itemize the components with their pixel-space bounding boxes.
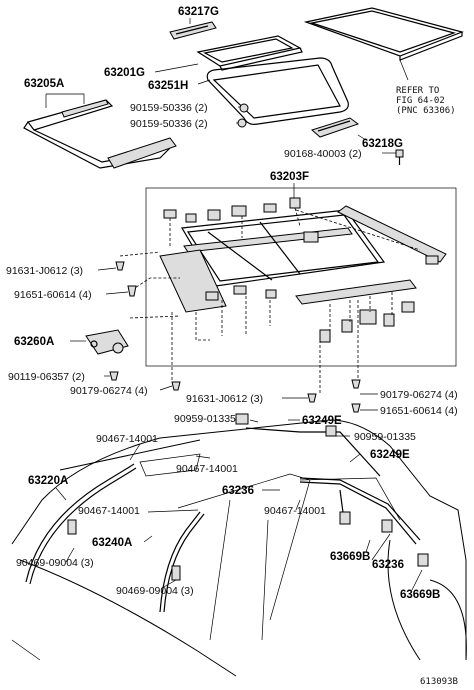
label-63669B-b: 63669B: [400, 589, 440, 601]
bolt-90168-icon: [395, 149, 404, 165]
label-90179-06274-b: 90179-06274 (4): [380, 389, 458, 401]
part-63217G-strip: [169, 21, 217, 40]
label-63217G: 63217G: [178, 6, 219, 18]
label-90467-14001-c: 90467-14001: [78, 505, 140, 517]
label-63220A: 63220A: [28, 475, 68, 487]
label-90179-06274-a: 90179-06274 (4): [70, 385, 148, 397]
label-91631-J0612-b: 91631-J0612 (3): [186, 393, 263, 405]
label-refer-2: FIG 64-02: [396, 96, 445, 106]
label-63205A: 63205A: [24, 78, 64, 90]
label-63201G: 63201G: [104, 67, 145, 79]
housing-dashed-leaders: [119, 207, 421, 394]
sunroof-housing-box: [145, 187, 457, 367]
label-refer-3: (PNC 63306): [396, 106, 456, 116]
label-63260A: 63260A: [14, 336, 54, 348]
label-91651-60614-a: 91651-60614 (4): [14, 289, 92, 301]
label-63669B-a: 63669B: [330, 551, 370, 563]
label-91651-60614-b: 91651-60614 (4): [380, 405, 458, 417]
label-63251H: 63251H: [148, 80, 188, 92]
part-labels: 63217G 63201G 63251H 63205A 90159-50336 …: [6, 6, 458, 687]
label-90467-14001-a: 90467-14001: [96, 433, 158, 445]
label-63249E-b: 63249E: [370, 449, 410, 461]
sunroof-motor: [85, 329, 129, 355]
label-63203F: 63203F: [270, 171, 309, 183]
label-90159-50336-b: 90159-50336 (2): [130, 118, 208, 130]
label-90469-09004-b: 90469-09004 (3): [116, 585, 194, 597]
label-63249E-a: 63249E: [302, 415, 342, 427]
car-body-outline: [11, 419, 467, 677]
label-91631-J0612-a: 91631-J0612 (3): [6, 265, 83, 277]
sunshade-panel: [303, 7, 464, 81]
label-63240A: 63240A: [92, 537, 132, 549]
label-63218G: 63218G: [362, 138, 403, 150]
label-leaders: [45, 18, 423, 591]
label-90467-14001-d: 90467-14001: [264, 505, 326, 517]
housing-brackets: [163, 197, 439, 343]
housing-right-rail: [337, 205, 447, 263]
glass-panel: [196, 35, 303, 71]
part-63218G-strip: [311, 117, 360, 138]
bolt-90159-icon: [237, 103, 249, 128]
label-90469-09004-a: 90469-09004 (3): [16, 557, 94, 569]
label-90119-06357: 90119-06357 (2): [8, 371, 85, 383]
label-refer-1: REFER TO: [396, 86, 439, 96]
label-63236-a: 63236: [222, 485, 254, 497]
label-90159-50336-a: 90159-50336 (2): [130, 102, 208, 114]
label-90959-01335-b: 90959-01335: [354, 431, 416, 443]
label-90467-14001-b: 90467-14001: [176, 463, 238, 475]
label-63236-b: 63236: [372, 559, 404, 571]
wind-deflector: [23, 99, 177, 169]
weatherstrip-frame: [206, 57, 349, 125]
label-90959-01335-a: 90959-01335: [174, 413, 236, 425]
drain-hoses: [25, 413, 429, 613]
figure-number: 613093B: [420, 677, 458, 687]
fastener-icons: [109, 261, 361, 413]
label-90168-40003: 90168-40003 (2): [284, 148, 362, 160]
